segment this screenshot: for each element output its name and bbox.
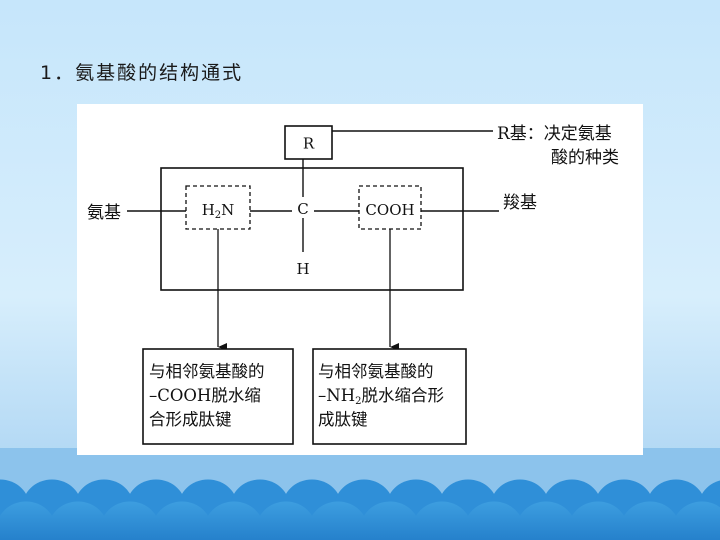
wave-bubble-front-6 <box>308 501 368 540</box>
structure-diagram: R R基：决定氨基 酸的种类 C H H2N COOH 氨基 <box>87 124 619 445</box>
wave-bubble-front-9 <box>464 501 524 540</box>
note-box-left <box>142 348 294 445</box>
wave-bubble-front-1 <box>48 501 108 540</box>
carboxyl-group-label: 羧基 <box>503 193 537 213</box>
r-group-box <box>284 125 333 160</box>
r-group-label-line2: 酸的种类 <box>551 148 619 168</box>
wave-bubble-front-3 <box>152 501 212 540</box>
note-right-line1: 与相邻氨基酸的 <box>318 362 434 381</box>
amino-group-box <box>185 185 251 230</box>
note-left-line2: –COOH脱水缩 <box>149 386 261 405</box>
amino-acid-structure-figure: R R基：决定氨基 酸的种类 C H H2N COOH 氨基 <box>77 104 643 455</box>
amino-group-formula: H2N <box>202 201 235 221</box>
r-group-symbol: R <box>303 135 315 153</box>
wave-bubble-front-5 <box>256 501 316 540</box>
wave-bubble-front-2 <box>100 501 160 540</box>
note-right-line2: –NH2脱水缩合形 <box>318 386 444 407</box>
amino-group-label: 氨基 <box>87 203 121 223</box>
wave-bubble-front-13 <box>672 501 720 540</box>
note-left-line3: 合形成肽键 <box>149 410 232 429</box>
hydrogen-atom: H <box>296 260 309 278</box>
wave-bubble-front-10 <box>516 501 576 540</box>
note-left-line1: 与相邻氨基酸的 <box>149 362 265 381</box>
wave-bubble-front-8 <box>412 501 472 540</box>
note-right-line3: 成肽键 <box>318 410 368 429</box>
carboxyl-group-formula: COOH <box>365 201 414 219</box>
wave-bubble-front-4 <box>204 501 264 540</box>
wave-bubble-front-11 <box>568 501 628 540</box>
wave-bubble-front-7 <box>360 501 420 540</box>
wave-row-front <box>0 501 720 540</box>
wave-bubble-front-12 <box>620 501 680 540</box>
note-box-right <box>312 348 467 445</box>
page-title: 1．氨基酸的结构通式 <box>40 62 244 84</box>
wave-bubble-front-0 <box>0 501 56 540</box>
r-group-label-line1: R基：决定氨基 <box>497 124 612 144</box>
central-carbon: C <box>297 200 308 218</box>
molecule-frame <box>160 167 464 291</box>
